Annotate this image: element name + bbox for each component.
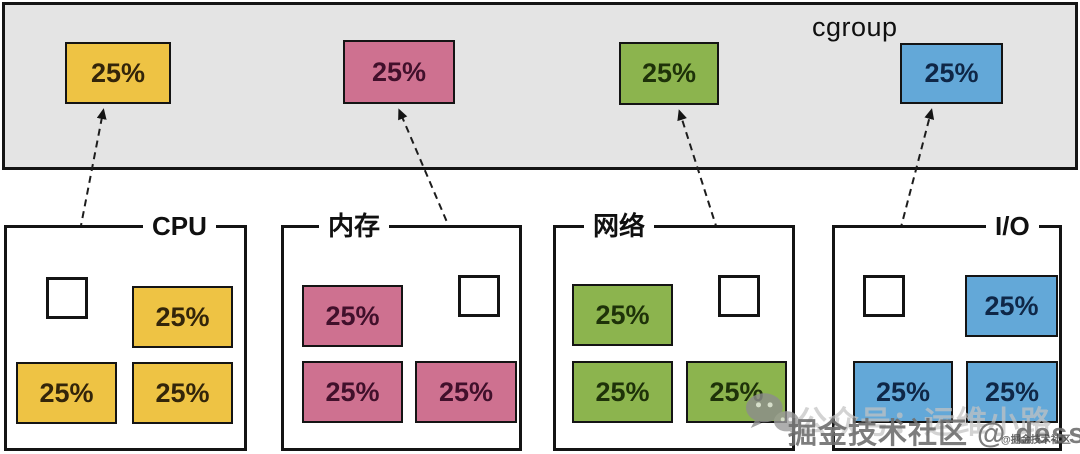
group-cpu: CPU 25% 25% 25% <box>4 211 247 451</box>
cgroup-io-share-box: 25% <box>900 43 1003 104</box>
group-memory-label: 内存 <box>319 211 390 241</box>
network-cell: 25% <box>686 361 787 423</box>
group-network: 网络 25% 25% 25% <box>553 211 795 451</box>
cgroup-panel <box>2 2 1078 170</box>
group-memory: 内存 25% 25% 25% <box>281 211 522 451</box>
memory-cell: 25% <box>415 361 517 423</box>
group-io: I/O 25% 25% 25% <box>832 211 1062 451</box>
memory-cell: 25% <box>302 361 403 423</box>
group-io-label: I/O <box>986 211 1039 241</box>
network-cell: 25% <box>572 361 673 423</box>
cgroup-cpu-share-box: 25% <box>65 42 171 104</box>
cgroup-network-share-box: 25% <box>619 42 719 105</box>
network-task-square <box>718 275 760 317</box>
io-task-square <box>863 275 905 317</box>
io-cell: 25% <box>853 361 953 423</box>
memory-cell: 25% <box>302 285 403 347</box>
cpu-task-square <box>46 277 88 319</box>
memory-task-square <box>458 275 500 317</box>
cgroup-memory-share-box: 25% <box>343 40 455 104</box>
cpu-cell: 25% <box>132 286 233 348</box>
cpu-cell: 25% <box>16 362 117 424</box>
io-cell: 25% <box>966 361 1058 423</box>
io-cell: 25% <box>965 275 1058 337</box>
group-cpu-label: CPU <box>143 211 216 241</box>
cpu-cell: 25% <box>132 362 233 424</box>
cgroup-panel-title: cgroup <box>812 12 898 42</box>
network-cell: 25% <box>572 284 673 346</box>
group-network-label: 网络 <box>584 211 655 241</box>
